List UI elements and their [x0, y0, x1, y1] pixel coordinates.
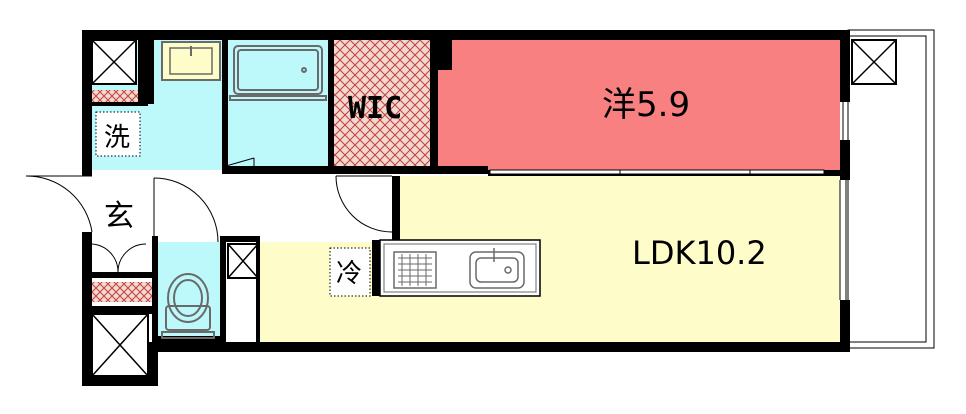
washbasin: [161, 41, 221, 81]
bathroom-area: [226, 40, 328, 170]
toilet: [161, 273, 215, 339]
storage-strip-lower: [92, 282, 152, 302]
pipe-shaft-top-left: [91, 39, 137, 85]
wic-label: WIC: [348, 91, 402, 126]
ldk-label: LDK10.2: [632, 234, 767, 272]
western-room-label: 洋5.9: [602, 85, 690, 125]
western-room-area: [436, 40, 840, 172]
sliding-doors-western: [489, 169, 825, 175]
entrance-label: 玄: [104, 199, 134, 234]
sink-icon: [469, 248, 525, 289]
stove-icon: [393, 251, 437, 289]
storage-strip-upper: [92, 90, 138, 102]
fridge-space: [329, 247, 371, 297]
corridor-area: [154, 176, 400, 242]
washing-machine-space: [95, 111, 141, 157]
exterior-walls: [82, 30, 850, 386]
bathtub: [229, 45, 327, 101]
balcony-window: [839, 102, 847, 300]
wic-area: [332, 40, 432, 172]
door-swings: [25, 157, 393, 273]
pipe-shaft-top-right: [851, 39, 897, 85]
washroom-label: 洗: [104, 123, 130, 153]
pipe-shaft-bottom-left: [91, 313, 149, 377]
fridge-label: 冷: [336, 259, 362, 289]
pipe-shaft-center: [227, 243, 259, 279]
ldk-upper-area: [400, 176, 840, 246]
